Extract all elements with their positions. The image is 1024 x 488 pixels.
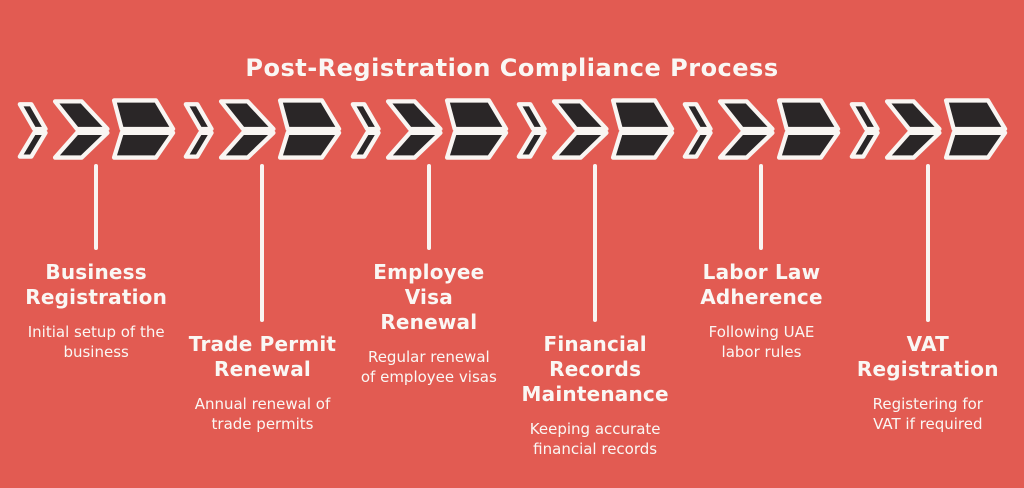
process-step: Labor Law Adherence Following UAE labor … <box>678 0 844 488</box>
triple-chevron-arrow-icon <box>17 98 176 160</box>
step-text-block: VAT Registration Registering for VAT if … <box>841 332 1015 434</box>
step-text-block: Employee Visa Renewal Regular renewal of… <box>342 260 516 387</box>
connector-line <box>426 164 431 250</box>
triple-chevron-arrow-icon <box>184 98 342 160</box>
connector-line <box>94 164 99 250</box>
process-step: Business Registration Initial setup of t… <box>13 0 179 488</box>
triple-chevron-arrow-icon <box>350 98 509 160</box>
step-description: Following UAE labor rules <box>708 323 815 361</box>
step-text-block: Business Registration Initial setup of t… <box>9 260 183 362</box>
step-description: Registering for VAT if required <box>872 395 983 433</box>
step-text-block: Trade Permit Renewal Annual renewal of t… <box>175 332 349 434</box>
step-title: VAT Registration <box>856 332 999 381</box>
step-description: Annual renewal of trade permits <box>194 395 331 433</box>
process-step: Trade Permit Renewal Annual renewal of t… <box>179 0 345 488</box>
connector-line <box>260 164 265 322</box>
connector-line <box>759 164 764 250</box>
process-step: Employee Visa Renewal Regular renewal of… <box>346 0 512 488</box>
step-description: Keeping accurate financial records <box>529 420 661 458</box>
step-description: Initial setup of the business <box>27 323 165 361</box>
connector-line <box>593 164 598 322</box>
connector-line <box>925 164 930 322</box>
step-title: Trade Permit Renewal <box>188 332 337 381</box>
step-title: Financial Records Maintenance <box>521 332 669 406</box>
step-description: Regular renewal of employee visas <box>360 348 497 386</box>
step-title: Business Registration <box>25 260 168 309</box>
process-step: Financial Records Maintenance Keeping ac… <box>512 0 678 488</box>
step-text-block: Financial Records Maintenance Keeping ac… <box>508 332 682 459</box>
step-title: Labor Law Adherence <box>700 260 823 309</box>
process-timeline: Business Registration Initial setup of t… <box>13 0 1011 488</box>
triple-chevron-arrow-icon <box>683 98 841 160</box>
step-text-block: Labor Law Adherence Following UAE labor … <box>674 260 848 362</box>
triple-chevron-arrow-icon <box>516 98 675 160</box>
step-title: Employee Visa Renewal <box>373 260 485 334</box>
process-step: VAT Registration Registering for VAT if … <box>845 0 1011 488</box>
page-title: Post-Registration Compliance Process <box>245 54 779 82</box>
triple-chevron-arrow-icon <box>849 98 1008 160</box>
